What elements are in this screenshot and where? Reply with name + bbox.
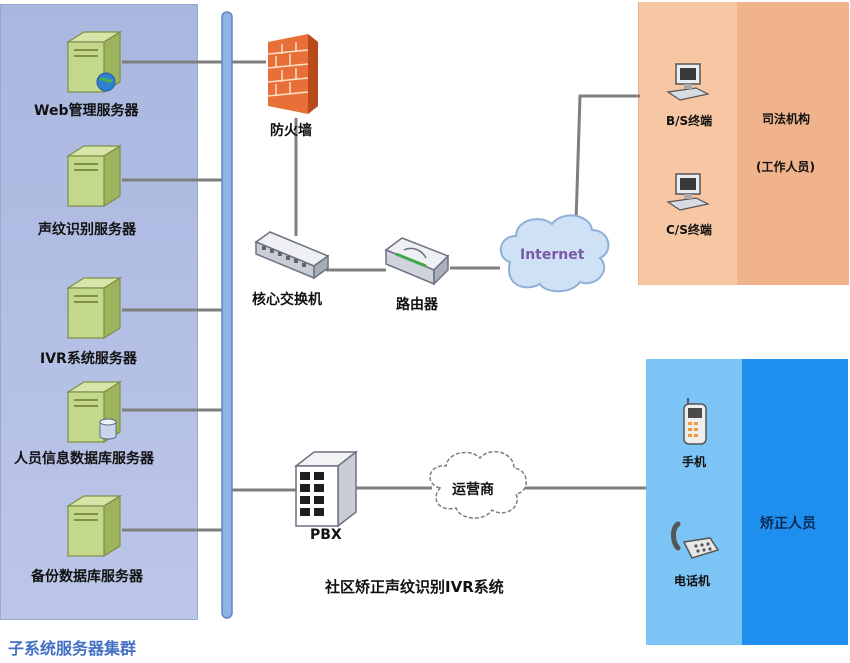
backup-server-icon xyxy=(65,494,123,558)
justice-panel xyxy=(638,2,849,285)
bs-terminal-icon xyxy=(666,63,710,101)
core-switch-icon xyxy=(254,231,330,280)
bs-terminal-label: B/S终端 xyxy=(666,114,713,128)
internet-label: Internet xyxy=(520,247,585,263)
telephone-label: 电话机 xyxy=(674,574,711,588)
backbone-bus xyxy=(221,11,233,619)
corrections-title: 矫正人员 xyxy=(760,516,816,532)
firewall-label: 防火墙 xyxy=(270,123,312,139)
mobile-phone-icon xyxy=(683,398,707,445)
carrier-label: 运营商 xyxy=(452,482,494,498)
carrier-cloud-icon xyxy=(429,450,527,519)
system-title: 社区矫正声纹识别IVR系统 xyxy=(325,578,504,596)
pbx-icon xyxy=(293,450,359,528)
cluster-title: 子系统服务器集群 xyxy=(8,639,137,658)
telephone-icon xyxy=(671,521,720,559)
justice-title: 司法机构 xyxy=(762,112,811,126)
cs-terminal-label: C/S终端 xyxy=(666,223,712,237)
router-label: 路由器 xyxy=(396,297,438,313)
database-server-label: 人员信息数据库服务器 xyxy=(14,451,154,467)
internet-cloud-icon xyxy=(500,214,610,293)
mobile-phone-label: 手机 xyxy=(682,455,707,469)
backup-server-label: 备份数据库服务器 xyxy=(31,569,143,585)
database-server-icon xyxy=(65,380,123,444)
web-server-icon xyxy=(65,30,123,94)
web-server-label: Web管理服务器 xyxy=(34,103,139,119)
pbx-label: PBX xyxy=(310,527,342,543)
voiceprint-server-icon xyxy=(65,144,123,208)
ivr-server-label: IVR系统服务器 xyxy=(40,351,137,367)
voiceprint-server-label: 声纹识别服务器 xyxy=(38,222,136,238)
ivr-server-icon xyxy=(65,276,123,340)
router-icon xyxy=(384,237,450,286)
justice-subtitle: (工作人员) xyxy=(756,160,815,174)
corrections-panel xyxy=(646,359,848,645)
core-switch-label: 核心交换机 xyxy=(252,292,322,308)
cs-terminal-icon xyxy=(666,173,710,211)
firewall-icon xyxy=(267,34,318,114)
